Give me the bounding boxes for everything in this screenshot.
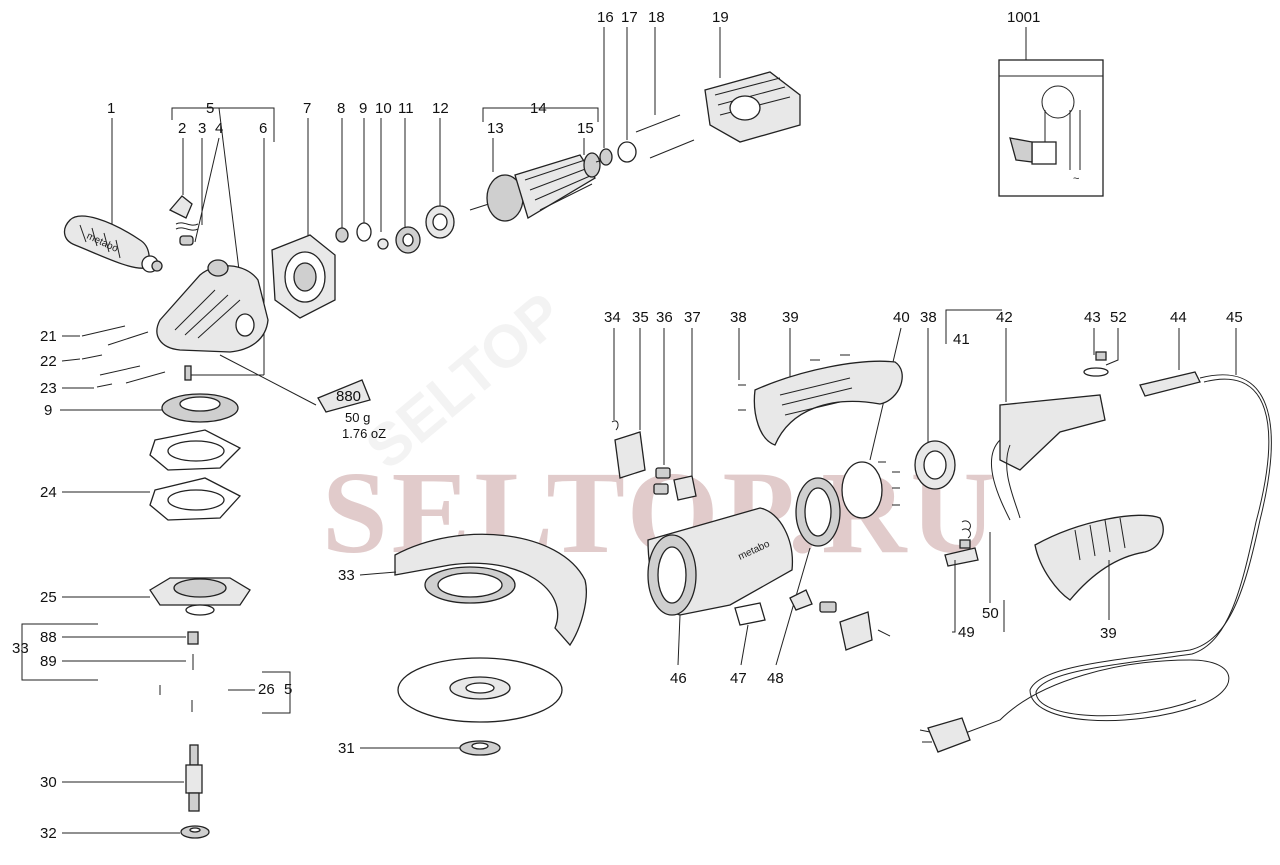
brush-holder-parts (611, 420, 697, 501)
label-24: 24 (40, 484, 57, 501)
grease-weight-g: 50 g (345, 410, 370, 425)
gear-housing (156, 259, 269, 353)
label-11: 11 (398, 100, 414, 117)
label-42: 42 (996, 309, 1013, 326)
label-10: 10 (375, 100, 392, 117)
label-22: 22 (40, 353, 57, 370)
lower-brush-parts (789, 589, 891, 651)
grease-code: 880 (336, 388, 361, 405)
rating-label: 47 (730, 602, 766, 687)
stator (704, 71, 801, 143)
label-35: 35 (632, 309, 649, 326)
mid-leader-lines (613, 309, 1237, 478)
label-2: 2 (178, 120, 186, 137)
label-38: 38 (730, 309, 747, 326)
label-46: 46 (670, 670, 687, 687)
label-41: 41 (953, 331, 970, 348)
label-18: 18 (648, 9, 665, 26)
bearing-and-screws (599, 114, 695, 166)
label-34: 34 (604, 309, 621, 326)
mid-row-labels: 34 35 36 37 38 39 40 38 42 41 43 52 44 4… (604, 309, 1243, 348)
handle-shell-upper (738, 354, 903, 446)
label-13: 13 (487, 120, 504, 137)
label-12: 12 (432, 100, 449, 117)
label-88: 88 (40, 629, 57, 646)
top-leader-lines (111, 27, 1027, 375)
label-49: 49 (958, 624, 975, 641)
label-50: 50 (982, 605, 999, 622)
auxiliary-handle: metabo (63, 215, 163, 273)
label-37: 37 (684, 309, 701, 326)
label-1: 1 (107, 100, 115, 117)
switch-assembly (990, 394, 1106, 521)
handle-shell-lower: 39 (1034, 514, 1164, 642)
label-38-second: 38 (920, 309, 937, 326)
label-16: 16 (597, 9, 614, 26)
label-7: 7 (303, 100, 311, 117)
svg-text:~: ~ (1073, 173, 1079, 185)
label-36: 36 (656, 309, 673, 326)
label-4: 4 (215, 120, 223, 137)
ring-and-holder (841, 440, 956, 519)
bearing-flange (271, 234, 336, 319)
label-33-guard: 33 (338, 567, 355, 584)
label-9-gear: 9 (44, 402, 52, 419)
label-19: 19 (712, 9, 729, 26)
label-48: 48 (767, 670, 784, 687)
clamping-nut: 31 (338, 740, 501, 757)
label-43: 43 (1084, 309, 1101, 326)
label-1001: 1001 (1007, 9, 1040, 26)
label-25: 25 (40, 589, 57, 606)
small-fasteners (159, 631, 236, 712)
wheel-guard: 33 (338, 533, 587, 647)
grease-weight-oz: 1.76 oZ (342, 426, 386, 441)
label-15: 15 (577, 120, 594, 137)
armature-bearing-parts (335, 205, 455, 254)
label-5-bracket: 5 (284, 681, 292, 698)
label-45: 45 (1226, 309, 1243, 326)
top-row-labels: 1 5 2 3 4 6 7 8 9 10 11 12 14 13 15 16 1… (107, 9, 1040, 137)
label-39-lower: 39 (1100, 625, 1117, 642)
label-30: 30 (40, 774, 57, 791)
label-33-left: 33 (12, 640, 29, 657)
wiring-inset: ~ (998, 59, 1104, 197)
label-6: 6 (259, 120, 267, 137)
lock-button-parts: 49 50 (944, 520, 1005, 641)
label-17: 17 (621, 9, 638, 26)
spindle-and-washer (180, 744, 210, 839)
power-cable (919, 371, 1272, 753)
armature (469, 152, 611, 222)
grease-tube: 880 50 g 1.76 oZ (317, 379, 386, 441)
label-3: 3 (198, 120, 206, 137)
label-39: 39 (782, 309, 799, 326)
label-40: 40 (893, 309, 910, 326)
brush-cap-parts (168, 195, 199, 246)
label-89: 89 (40, 653, 57, 670)
label-44: 44 (1170, 309, 1187, 326)
left-leader-lines (21, 335, 317, 834)
motor-ring: 48 (767, 477, 841, 687)
label-47: 47 (730, 670, 747, 687)
label-31: 31 (338, 740, 355, 757)
label-9: 9 (359, 100, 367, 117)
label-23: 23 (40, 380, 57, 397)
label-21: 21 (40, 328, 57, 345)
label-26: 26 (258, 681, 275, 698)
left-column-labels: 21 22 23 9 24 25 33 88 89 26 5 30 32 (12, 328, 292, 842)
screws-21-23 (81, 325, 192, 388)
motor-housing: metabo 46 (647, 507, 794, 687)
label-52: 52 (1110, 309, 1127, 326)
gear-and-gasket (149, 393, 251, 616)
grinding-disc (397, 657, 563, 723)
cable-clamp (1083, 351, 1109, 377)
label-32: 32 (40, 825, 57, 842)
label-8: 8 (337, 100, 345, 117)
